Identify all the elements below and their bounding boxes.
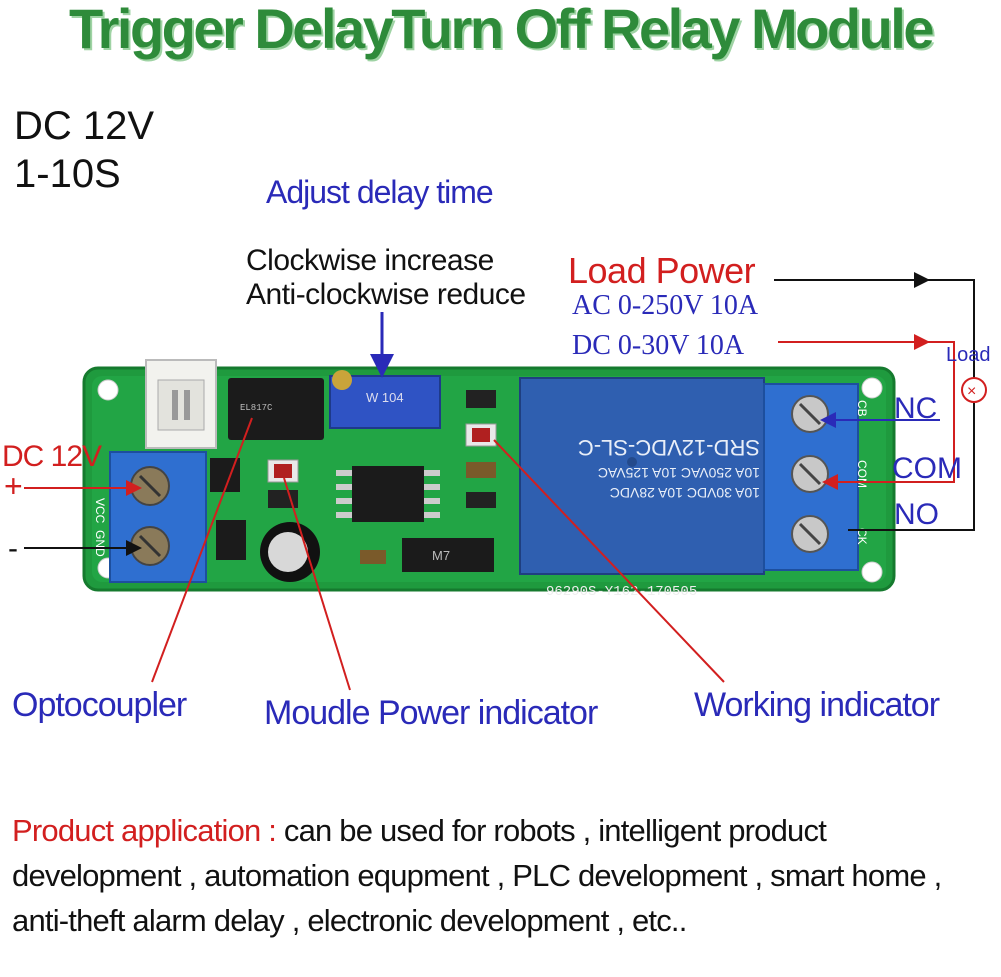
dc-spec-label: DC 0-30V 10A [572, 330, 745, 361]
diode-m7 [402, 538, 494, 572]
working-indicator-label: Working indicator [694, 686, 940, 724]
svg-text:VCC: VCC [93, 498, 107, 524]
mount-hole [861, 377, 883, 399]
optocoupler-chip [228, 378, 324, 440]
voltage-spec: DC 12V [14, 104, 155, 148]
svg-text:CK: CK [855, 528, 869, 545]
optocoupler-pointer [151, 417, 253, 683]
application-body: can be used for robots , intelligent pro… [12, 813, 942, 938]
svg-text:10A 250VAC 10A 125VAC: 10A 250VAC 10A 125VAC [598, 465, 760, 481]
delay-range-spec: 1-10S [14, 152, 121, 196]
relay [519, 377, 765, 575]
application-lead: Product application : [12, 813, 277, 848]
anticlockwise-label: Anti-clockwise reduce [246, 278, 526, 311]
load-symbol [961, 377, 987, 403]
timer-ic [352, 466, 424, 522]
relay-model: SRD-12VDC-SL-C [578, 435, 760, 460]
dc12v-label: DC 12V [2, 440, 102, 473]
adjust-delay-label: Adjust delay time [266, 174, 494, 210]
com-label: COM [892, 452, 962, 485]
load-label: Load [946, 344, 991, 366]
minus-label: - [8, 532, 18, 565]
mount-hole [97, 379, 119, 401]
pot-code: W 104 [366, 390, 404, 405]
svg-text:GND: GND [93, 530, 107, 557]
svg-text:M7: M7 [432, 548, 450, 563]
ac-spec-label: AC 0-250V 10A [572, 290, 759, 321]
no-label: NO [894, 498, 939, 531]
load-power-label: Load Power [568, 250, 756, 291]
mount-hole [861, 561, 883, 583]
page-title: Trigger DelayTurn Off Relay Module [68, 0, 935, 60]
svg-text:COM: COM [855, 460, 869, 488]
svg-text:×: × [967, 383, 976, 400]
power-led-pointer [283, 477, 351, 691]
svg-text:EL817C: EL817C [240, 403, 273, 413]
load-wire [774, 279, 975, 378]
svg-text:CB: CB [855, 400, 869, 417]
working-led-pointer [493, 439, 725, 683]
clockwise-label: Clockwise increase [246, 244, 494, 277]
svg-text:10A 30VDC 10A 28VDC: 10A 30VDC 10A 28VDC [610, 485, 760, 501]
power-indicator-label: Moudle Power indicator [264, 694, 598, 732]
pcb-code: 96290S-Y162-170505 [546, 584, 697, 600]
plus-label: + [4, 468, 23, 504]
nc-label: NC [894, 392, 938, 425]
product-application: Product application : can be used for ro… [12, 808, 992, 943]
optocoupler-label: Optocoupler [12, 686, 187, 724]
dc-wire [778, 341, 955, 490]
